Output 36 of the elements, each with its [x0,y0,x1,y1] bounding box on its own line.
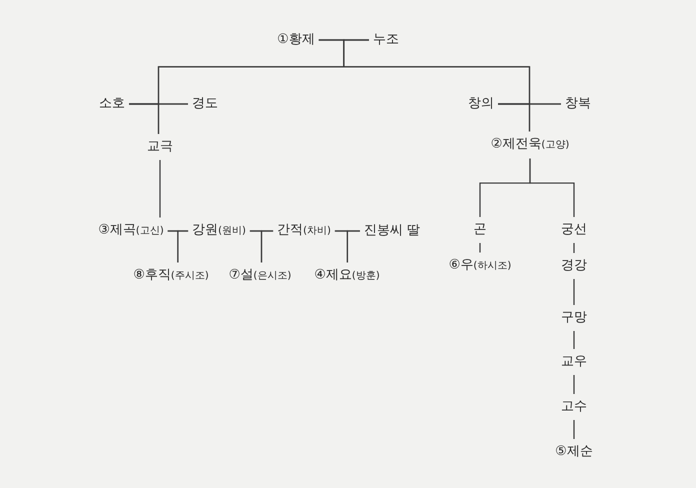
descent-line [573,279,575,305]
person-name: 궁선 [557,217,591,243]
person-name: 강원(원비) [188,218,250,244]
person-name: ③제곡(고신) [94,218,168,244]
person-name: 진봉씨 딸 [360,218,424,244]
person-name: 간적(차비) [273,218,335,244]
person-name: 교극 [143,134,177,160]
descent-line [346,230,360,262]
person-name: 교우 [557,349,591,375]
descent-line [158,103,188,134]
person-name: 소호 [95,91,129,117]
person-name: ⑥우(하시조) [444,252,516,280]
person-name: 누조 [369,27,403,53]
descent-line [177,230,188,262]
descent-line [260,230,274,262]
person-name: 구망 [557,305,591,331]
person-name: ⑦설(은시조) [224,262,296,290]
descent-line [479,243,481,252]
descent-line [529,158,575,217]
descent-line [573,375,575,394]
person-name: 곤 [470,217,490,243]
person-name: ⑤제순 [551,439,597,465]
descent-line [159,160,161,218]
person-name: ①황제 [273,27,319,53]
descent-line [573,420,575,439]
descent-line [573,243,575,253]
person-name: 창복 [561,91,595,117]
person-name: 경도 [188,91,222,117]
person-name: ④제요(방훈) [310,262,384,290]
person-name: ⑧후직(주시조) [129,262,213,290]
person-name: ②제전욱(고양) [486,132,574,158]
person-name: 경강 [557,253,591,279]
descent-line [528,103,561,132]
descent-line [573,331,575,349]
person-name: 창의 [464,91,498,117]
person-name: 고수 [557,394,591,420]
